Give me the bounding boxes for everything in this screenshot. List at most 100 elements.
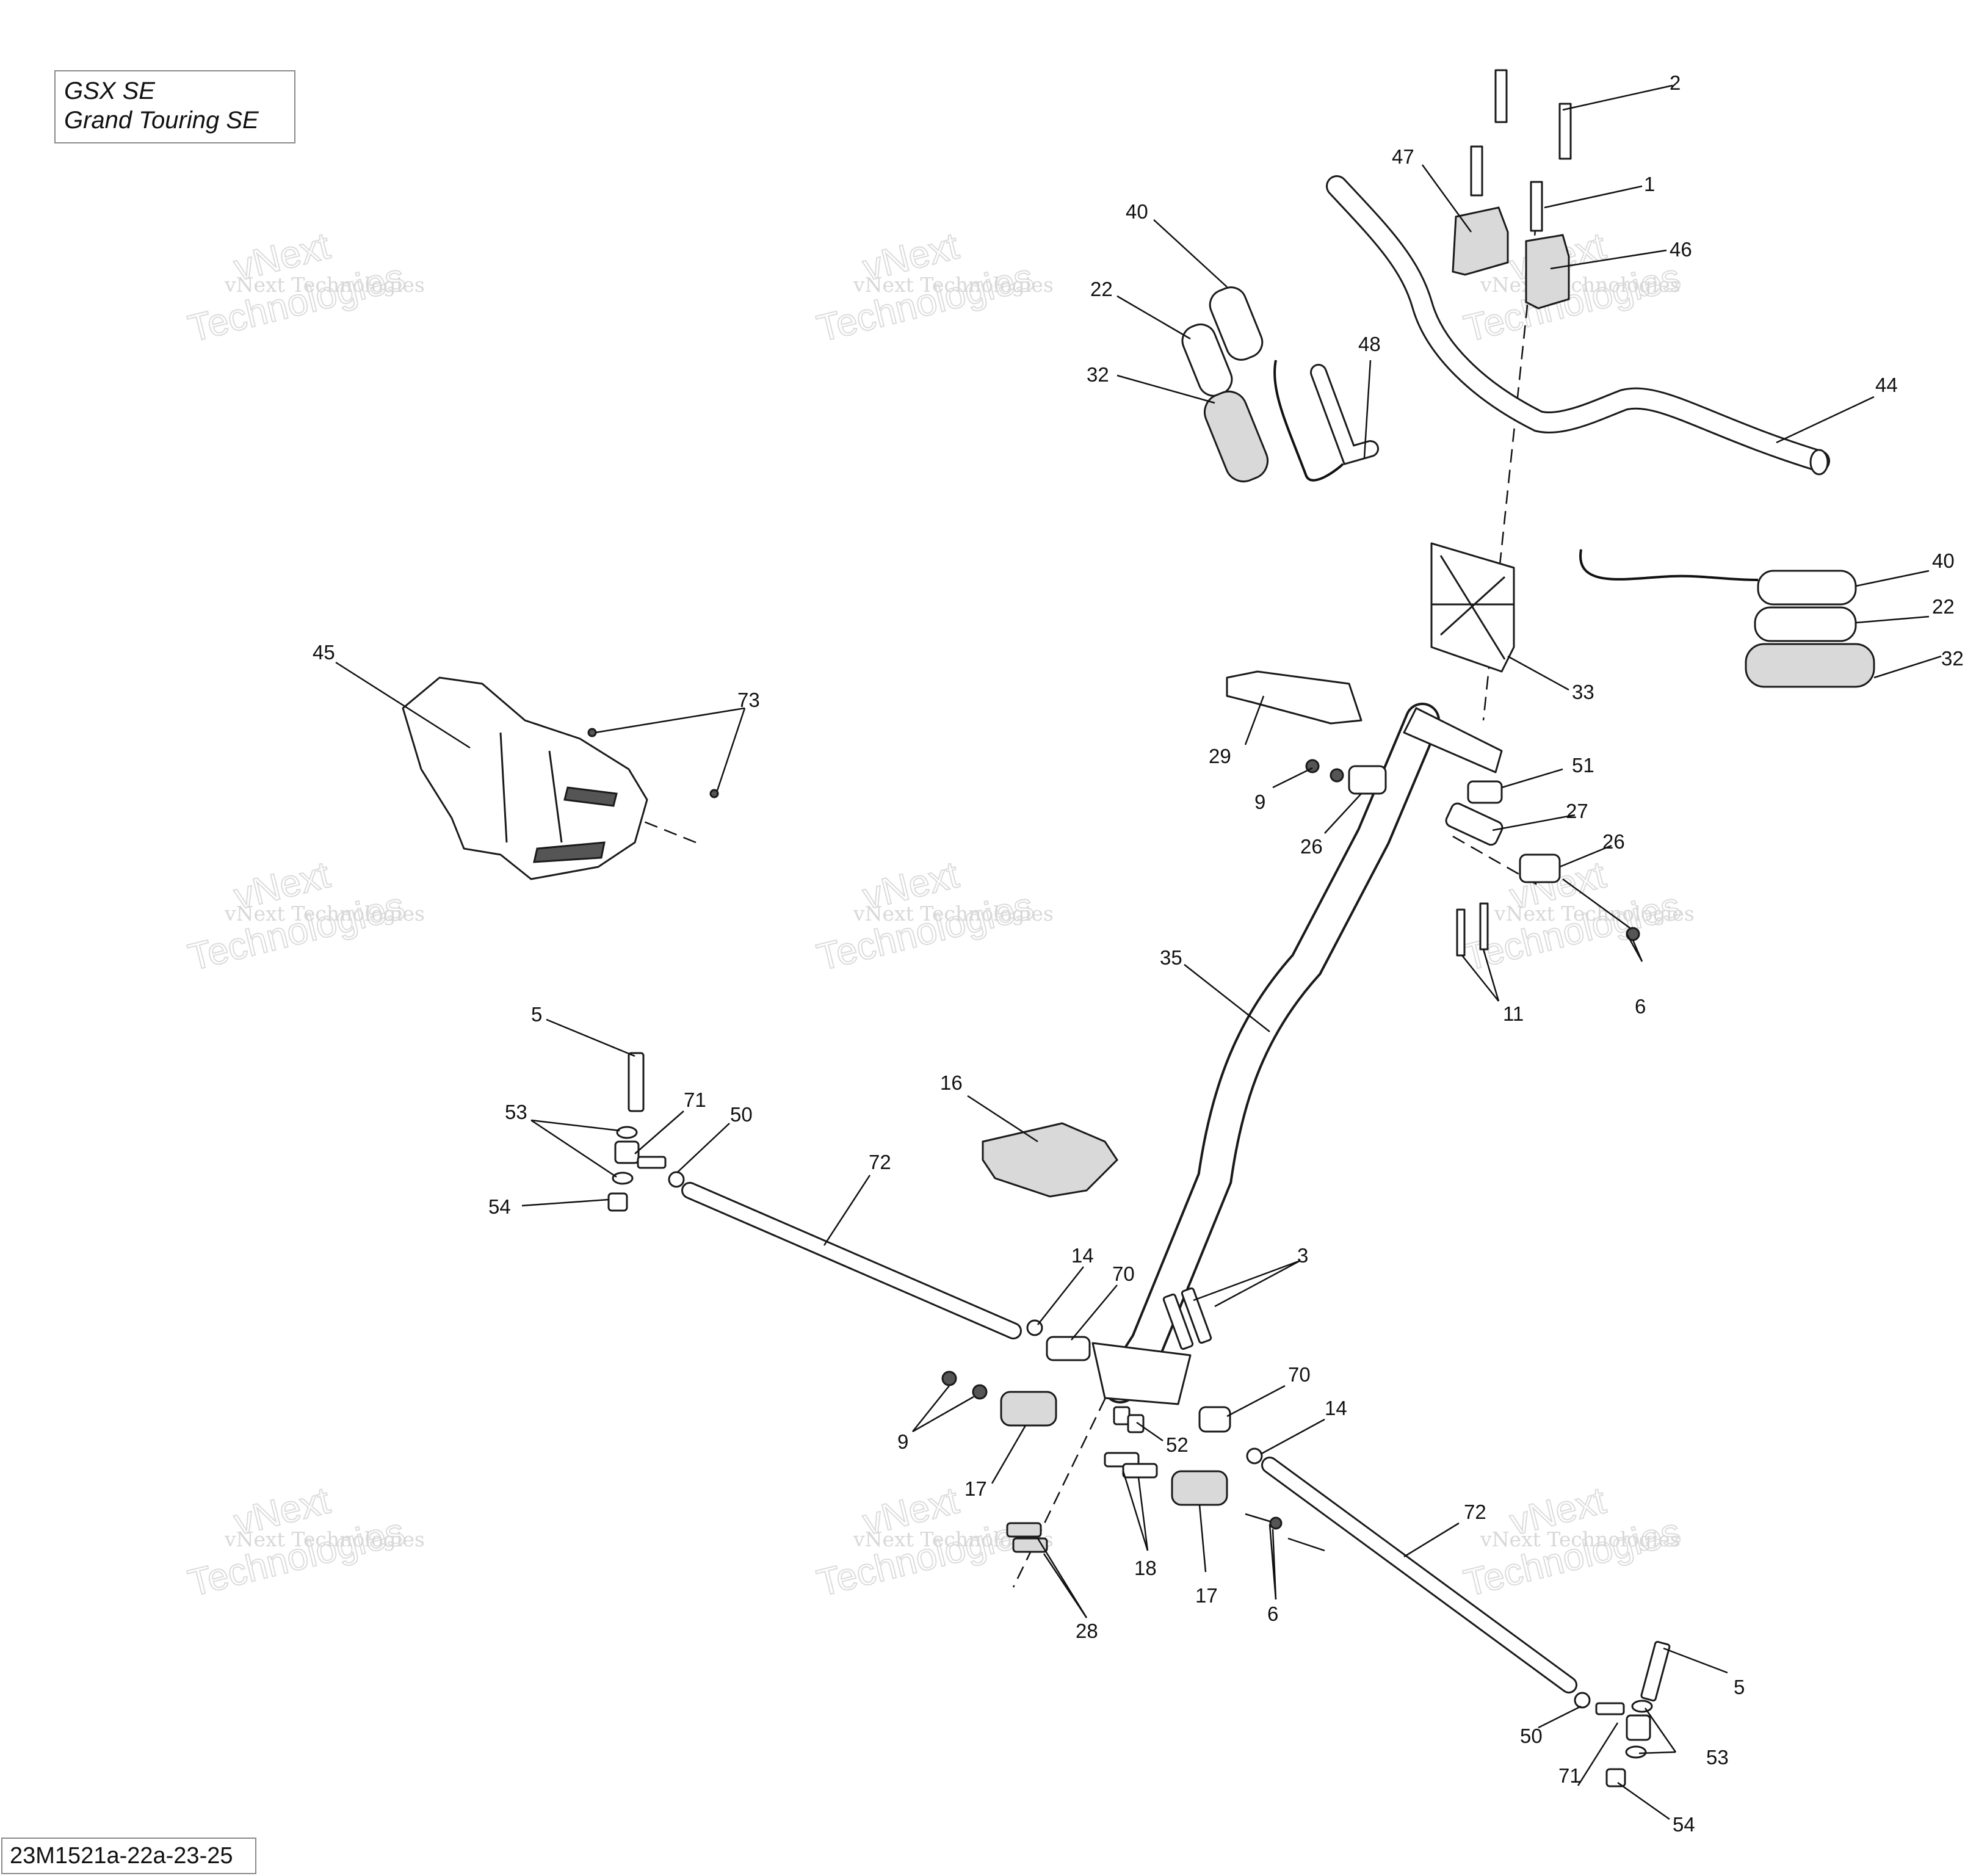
callout-label: 72 bbox=[869, 1151, 891, 1173]
callout-label: 22 bbox=[1090, 278, 1113, 300]
steering-column bbox=[1091, 703, 1503, 1405]
clamp-46 bbox=[1525, 234, 1570, 310]
watermark-text: vNext Technologies bbox=[1480, 1527, 1681, 1551]
assembly-axis-line bbox=[1452, 835, 1539, 886]
ball-joint-71b bbox=[1626, 1714, 1651, 1741]
column-top-fasteners bbox=[1305, 759, 1640, 957]
callout-label: 53 bbox=[505, 1101, 527, 1123]
callout-label: 26 bbox=[1602, 830, 1625, 853]
bolt-3 bbox=[1181, 1287, 1212, 1344]
watermark-text: vNext Technologies bbox=[853, 902, 1054, 925]
callout-label: 54 bbox=[1673, 1813, 1695, 1836]
tie-rod-left bbox=[607, 1052, 1091, 1361]
watermark-text: vNext Technologies bbox=[224, 902, 425, 925]
left-grip-parts bbox=[1181, 286, 1379, 483]
bolt-6b bbox=[1269, 1516, 1283, 1530]
callout-label: 47 bbox=[1392, 145, 1414, 168]
callout-label: 5 bbox=[1734, 1676, 1745, 1698]
callout-label: 33 bbox=[1572, 681, 1594, 703]
end-70a bbox=[1046, 1336, 1091, 1361]
watermark: vNext Technologies vNext Technologies bbox=[812, 853, 1054, 979]
callout-label: 71 bbox=[1558, 1764, 1581, 1787]
grip-heater-40 bbox=[1209, 286, 1264, 361]
nut-54a bbox=[607, 1192, 628, 1212]
callout-label: 40 bbox=[1126, 200, 1148, 223]
tie-rod-right bbox=[1261, 1457, 1671, 1787]
cover-16 bbox=[982, 1122, 1118, 1198]
callout-label: 14 bbox=[1071, 1244, 1094, 1267]
callout-label: 45 bbox=[313, 641, 335, 664]
callout-label: 44 bbox=[1875, 374, 1898, 396]
watermark: vNext Technologies vNext Technologies bbox=[184, 1479, 425, 1605]
callout-label: 70 bbox=[1288, 1363, 1311, 1386]
leader-lines bbox=[335, 84, 1942, 1820]
watermark: vNext Technologies vNext Technologies bbox=[1460, 1479, 1685, 1605]
column-top-bracket bbox=[1403, 707, 1503, 773]
diagram-code-label: 23M1521a-22a-23-25 bbox=[1, 1838, 256, 1874]
bracket-51 bbox=[1467, 780, 1503, 804]
callout-label: 14 bbox=[1325, 1397, 1347, 1419]
callout-label: 11 bbox=[1503, 1002, 1524, 1025]
callout-label: 18 bbox=[1134, 1557, 1157, 1579]
callout-label: 6 bbox=[1635, 995, 1646, 1018]
callout-label: 27 bbox=[1566, 800, 1588, 822]
assembly-axis-line bbox=[634, 817, 697, 844]
end-70b bbox=[1198, 1406, 1231, 1433]
callout-label: 32 bbox=[1941, 647, 1964, 670]
block-17b bbox=[1171, 1470, 1228, 1506]
clamp-47 bbox=[1452, 206, 1509, 276]
callout-label: 16 bbox=[940, 1071, 963, 1094]
block-17a bbox=[1000, 1391, 1057, 1427]
callout-label: 17 bbox=[964, 1477, 987, 1500]
nut-54b bbox=[1605, 1768, 1626, 1787]
bolt-11 bbox=[1456, 908, 1466, 957]
bolt-6 bbox=[1562, 878, 1630, 929]
callout-label: 50 bbox=[1520, 1725, 1543, 1747]
bolt bbox=[1494, 69, 1508, 123]
callout-label: 22 bbox=[1932, 595, 1955, 618]
callout-label: 9 bbox=[897, 1430, 908, 1453]
watermark-text: vNext Technologies bbox=[1480, 273, 1681, 297]
grip-32 bbox=[1204, 390, 1268, 483]
block-26a bbox=[1348, 765, 1387, 795]
assembly-axes bbox=[634, 201, 1540, 1588]
riser-block bbox=[1430, 542, 1515, 673]
bushing-52 bbox=[1113, 1406, 1131, 1425]
bolt-5b bbox=[1640, 1640, 1671, 1702]
ball-joint-71a bbox=[614, 1140, 640, 1164]
callout-label: 50 bbox=[730, 1103, 753, 1126]
callout-label: 26 bbox=[1300, 835, 1323, 858]
watermark: vNext Technologies vNext Technologies bbox=[184, 853, 425, 979]
screw-73 bbox=[709, 789, 719, 799]
callout-label: 46 bbox=[1670, 238, 1692, 261]
grip-wire-right bbox=[1579, 549, 1759, 581]
watermark-text: vNext Technologies bbox=[1494, 902, 1695, 925]
callout-label: 51 bbox=[1572, 754, 1594, 777]
handlebar-clamps bbox=[1452, 69, 1572, 310]
watermark: vNext Technologies vNext Technologies bbox=[812, 224, 1054, 350]
right-grip-parts bbox=[1579, 549, 1875, 688]
callout-label: 5 bbox=[531, 1003, 542, 1026]
watermark-text: vNext Technologies bbox=[224, 273, 425, 297]
callout-label: 71 bbox=[684, 1088, 706, 1111]
nut-14b bbox=[1246, 1447, 1263, 1465]
callout-label: 1 bbox=[1644, 173, 1655, 195]
callout-label: 48 bbox=[1358, 333, 1381, 355]
bolt bbox=[1470, 145, 1483, 197]
grip-wire bbox=[1273, 360, 1344, 482]
callout-label: 2 bbox=[1670, 71, 1681, 94]
grip-heater-40b bbox=[1757, 570, 1857, 606]
callout-label: 73 bbox=[737, 689, 760, 711]
grip-insert-22b bbox=[1754, 606, 1857, 642]
bolt-3 bbox=[1162, 1293, 1194, 1350]
lower-linkage bbox=[941, 1371, 1325, 1553]
callout-label: 6 bbox=[1267, 1603, 1278, 1625]
bracket-plate-29 bbox=[1226, 670, 1362, 725]
callout-label: 3 bbox=[1297, 1244, 1308, 1267]
callout-label: 53 bbox=[1706, 1746, 1729, 1769]
callout-label: 40 bbox=[1932, 549, 1955, 572]
callout-label: 70 bbox=[1112, 1262, 1135, 1285]
screw-73 bbox=[587, 728, 597, 737]
model-name: GSX SE bbox=[64, 78, 155, 104]
